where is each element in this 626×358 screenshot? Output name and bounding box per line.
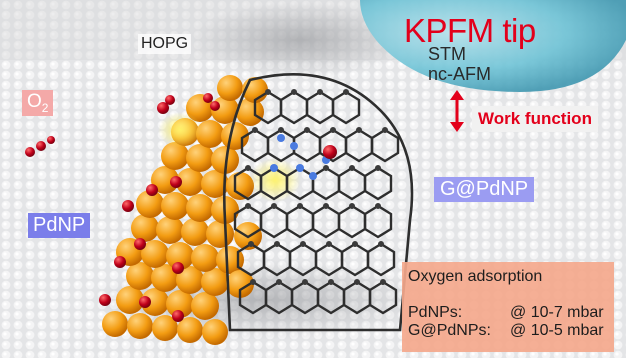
pdnp-label: PdNP [28, 213, 91, 238]
hopg-label: HOPG [138, 34, 192, 54]
o2-main-text: O [27, 91, 42, 112]
oxygen-row-pdnps: PdNPs: @ 10-7 mbar [408, 304, 608, 322]
g-pdnp-label: G@PdNP [434, 177, 535, 202]
row-value: @ 10-5 mbar [510, 322, 604, 339]
nc-afm-label: nc-AFM [428, 64, 491, 84]
work-function-label: Work function [472, 106, 598, 132]
row-value: @ 10-7 mbar [510, 304, 604, 321]
o2-molecules [25, 136, 55, 157]
o2-label: O2 [22, 90, 54, 116]
oxygen-adsorption-title: Oxygen adsorption [408, 268, 543, 285]
o2-subscript: 2 [41, 100, 49, 115]
stm-label: STM [428, 44, 466, 64]
row-name: G@PdNPs: [408, 322, 491, 339]
dopant-atoms [270, 134, 330, 180]
work-function-arrow [450, 90, 464, 132]
oxygen-row-g-pdnps: G@PdNPs: @ 10-5 mbar [408, 322, 608, 340]
row-name: PdNPs: [408, 304, 463, 321]
bound-oxygen [323, 145, 337, 159]
kpfm-tip-label: KPFM tip [404, 12, 536, 49]
kpfm-tip [360, 0, 626, 92]
pd-nanoparticle [99, 75, 301, 345]
oxygen-adsorption-box: Oxygen adsorption PdNPs: @ 10-7 mbar G@Pd… [402, 262, 614, 352]
